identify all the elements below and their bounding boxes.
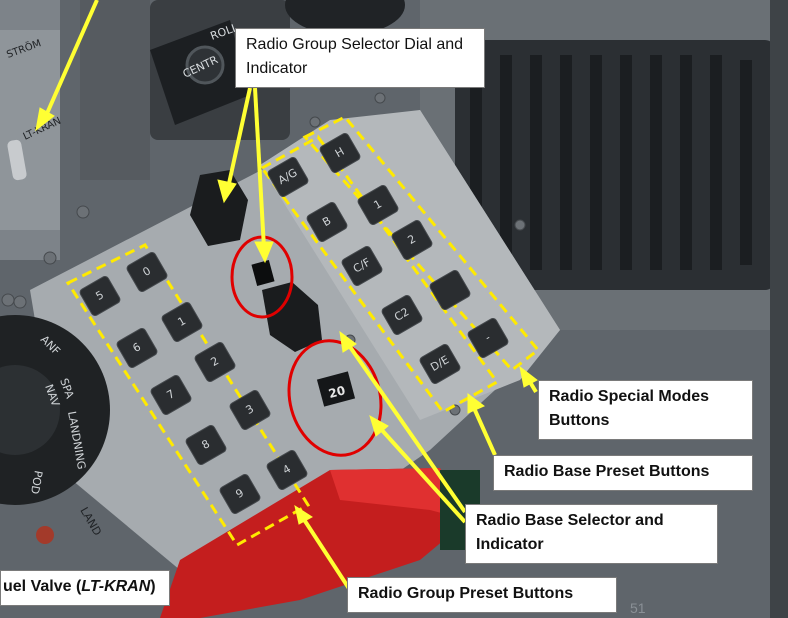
special-mode-button-5[interactable]: -: [467, 317, 510, 359]
base-preset-button-3-face[interactable]: [341, 245, 384, 287]
group-preset-button-3-face[interactable]: [229, 389, 272, 431]
special-mode-button-4-face[interactable]: [429, 269, 472, 311]
special-mode-button-1[interactable]: H: [319, 132, 362, 174]
special-mode-button-4[interactable]: [429, 269, 472, 311]
group-preset-button-1[interactable]: 1: [161, 301, 204, 343]
group-preset-button-4-face[interactable]: [266, 449, 309, 491]
group-indicator: [251, 260, 275, 286]
base-preset-button-1-face[interactable]: [267, 156, 310, 198]
special-mode-button-3[interactable]: 2: [391, 219, 434, 261]
base-preset-highlight: [259, 135, 500, 414]
group-preset-button-2[interactable]: 2: [194, 341, 237, 383]
base-preset-button-5[interactable]: D/E: [419, 343, 462, 385]
callout-group-selector: Radio Group Selector Dial and Indicator: [235, 28, 485, 88]
callout-fuel-valve: uel Valve (LT-KRAN): [0, 570, 170, 606]
group-preset-button-7-face[interactable]: [150, 374, 193, 416]
callout-group-preset-text: Radio Group Preset Buttons: [358, 585, 574, 602]
group-preset-button-9[interactable]: 9: [219, 473, 262, 515]
callout-special-modes-text: Radio Special Modes Buttons: [549, 388, 710, 429]
special-mode-buttons: H 12 -: [319, 132, 510, 359]
base-selector-knob: [262, 282, 322, 352]
callout-base-preset-text: Radio Base Preset Buttons: [504, 463, 710, 480]
callout-fuel-valve-prefix: uel Valve (: [3, 578, 82, 595]
group-preset-button-8[interactable]: 8: [185, 424, 228, 466]
callout-base-selector: Radio Base Selector and Indicator: [465, 504, 718, 564]
group-preset-button-3[interactable]: 3: [229, 389, 272, 431]
base-preset-button-2[interactable]: B: [306, 201, 349, 243]
callout-group-selector-text: Radio Group Selector Dial and Indicator: [246, 36, 464, 77]
group-preset-highlight: [65, 243, 311, 548]
group-preset-button-0-face[interactable]: [126, 251, 169, 293]
group-preset-button-7[interactable]: 7: [150, 374, 193, 416]
base-preset-button-2-face[interactable]: [306, 201, 349, 243]
callout-base-preset: Radio Base Preset Buttons: [493, 455, 753, 491]
special-mode-button-3-face[interactable]: [391, 219, 434, 261]
group-preset-button-5[interactable]: 5: [79, 275, 122, 317]
callout-fuel-valve-italic: LT-KRAN: [81, 578, 151, 595]
base-preset-button-5-face[interactable]: [419, 343, 462, 385]
special-mode-button-2-face[interactable]: [357, 184, 400, 226]
group-preset-button-9-face[interactable]: [219, 473, 262, 515]
group-preset-button-4[interactable]: 4: [266, 449, 309, 491]
base-preset-button-4-face[interactable]: [381, 294, 424, 336]
page-number: 51: [630, 600, 646, 616]
base-preset-button-3[interactable]: C/F: [341, 245, 384, 287]
group-preset-button-2-face[interactable]: [194, 341, 237, 383]
special-mode-button-5-label: -: [483, 331, 493, 344]
special-mode-button-5-face[interactable]: [467, 317, 510, 359]
base-indicator: [316, 371, 356, 407]
pod-label: POD: [28, 469, 45, 495]
callout-base-selector-text: Radio Base Selector and Indicator: [476, 512, 664, 553]
callout-special-modes: Radio Special Modes Buttons: [538, 380, 753, 440]
group-preset-button-6[interactable]: 6: [116, 327, 159, 369]
group-preset-button-8-face[interactable]: [185, 424, 228, 466]
group-preset-button-6-face[interactable]: [116, 327, 159, 369]
base-indicator-value: 20: [327, 383, 347, 401]
base-preset-buttons: A/GBC/F C2D/E: [267, 156, 462, 385]
callout-fuel-valve-suffix: ): [150, 578, 156, 595]
group-preset-buttons: 0 12 3 4 5 6 7 8 9: [79, 251, 309, 515]
callout-group-preset: Radio Group Preset Buttons: [347, 577, 617, 613]
group-preset-button-5-face[interactable]: [79, 275, 122, 317]
special-mode-button-1-face[interactable]: [319, 132, 362, 174]
base-preset-button-4-label: C2: [392, 305, 411, 324]
special-mode-button-2[interactable]: 1: [357, 184, 400, 226]
base-preset-button-4[interactable]: C2: [381, 294, 424, 336]
group-preset-button-0[interactable]: 0: [126, 251, 169, 293]
group-selector-knob: [190, 170, 248, 246]
group-preset-button-1-face[interactable]: [161, 301, 204, 343]
base-preset-button-1[interactable]: A/G: [267, 156, 310, 198]
